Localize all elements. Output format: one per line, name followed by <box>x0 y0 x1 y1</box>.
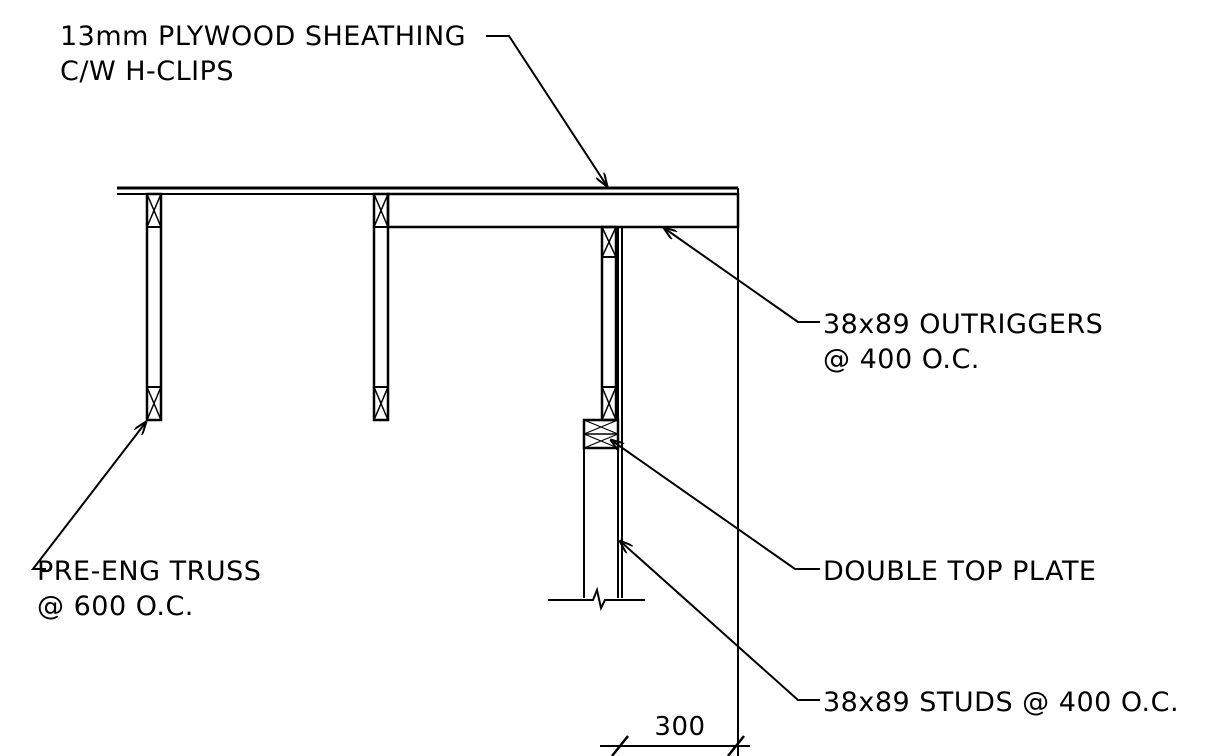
dimension-300 <box>600 735 750 756</box>
truss-label-line1: PRE-ENG TRUSS <box>37 556 261 587</box>
truss-label-line2: @ 600 O.C. <box>37 591 194 622</box>
double-top-plate <box>582 418 620 450</box>
outriggers-label-line1: 38x89 OUTRIGGERS <box>823 309 1103 340</box>
sheathing-label-line1: 13mm PLYWOOD SHEATHING <box>60 21 466 52</box>
dimension-value: 300 <box>654 712 705 742</box>
truss-member-1 <box>145 192 163 422</box>
truss-member-2 <box>372 192 390 422</box>
truss-leader <box>30 422 146 570</box>
sheathing-leader <box>486 35 607 186</box>
truss-member-3 <box>600 225 618 422</box>
break-line <box>548 586 645 611</box>
studs-leader <box>620 541 820 701</box>
top-plate-leader <box>611 440 820 570</box>
studs-label: 38x89 STUDS @ 400 O.C. <box>823 687 1179 718</box>
wall-sheathing <box>617 227 623 598</box>
outriggers-label-line2: @ 400 O.C. <box>823 344 980 375</box>
outrigger <box>386 192 740 229</box>
outriggers-leader <box>664 228 820 323</box>
top-plate-label: DOUBLE TOP PLATE <box>823 556 1097 587</box>
sheathing-label-line2: C/W H-CLIPS <box>60 56 234 87</box>
